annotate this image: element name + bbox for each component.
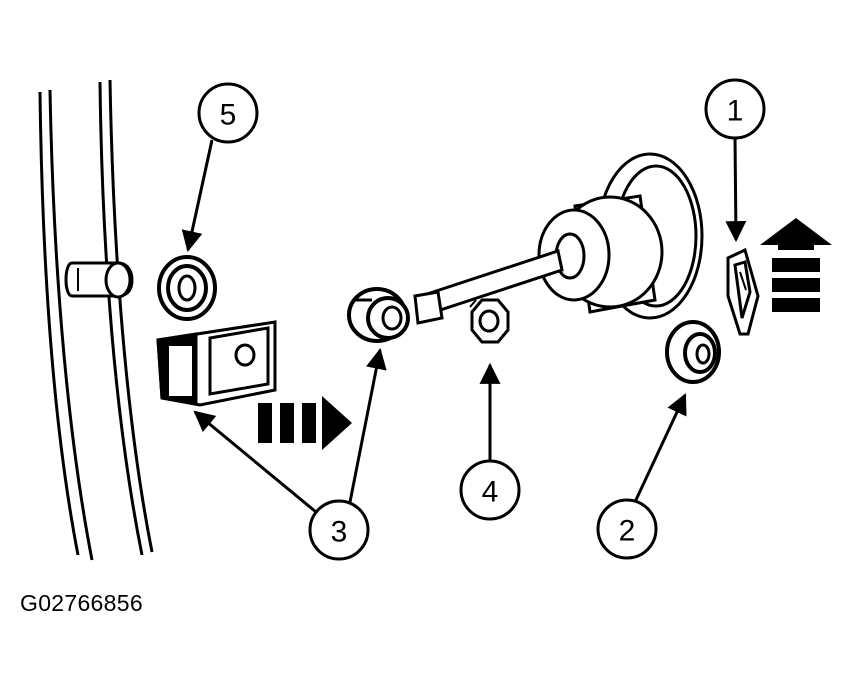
- callout-1-label: 1: [727, 95, 744, 128]
- leader-3-rod-end: [348, 347, 387, 503]
- leader-lines: [181, 135, 747, 514]
- rod-end-connector: [347, 287, 410, 343]
- hinge-pin: [64, 261, 134, 299]
- callout-1: 1: [704, 78, 766, 140]
- leader-5: [181, 139, 214, 253]
- callout-3-label: 3: [331, 516, 348, 549]
- leader-3-bracket: [193, 410, 317, 514]
- nut: [470, 298, 510, 344]
- retaining-grommet: [665, 320, 721, 384]
- callout-2-label: 2: [619, 515, 636, 548]
- callout-4-label: 4: [482, 476, 499, 509]
- leader-2: [633, 393, 687, 503]
- bracket: [156, 320, 277, 407]
- lock-actuator-rod: [413, 249, 564, 325]
- callout-5: 5: [197, 82, 259, 144]
- leader-1: [725, 135, 747, 243]
- figure-id-code: G02766856: [20, 590, 143, 616]
- callout-2: 2: [596, 498, 658, 560]
- callout-3: 3: [308, 499, 370, 561]
- right-arrow-icon: [258, 396, 352, 450]
- lock-cylinder-housing: [537, 152, 704, 320]
- callout-5-label: 5: [220, 99, 237, 132]
- callout-4: 4: [459, 459, 521, 521]
- retaining-clip: [726, 247, 760, 336]
- bushing-grommet: [157, 255, 217, 321]
- up-arrow-icon: [760, 218, 832, 312]
- door-panel-edge: [38, 79, 154, 561]
